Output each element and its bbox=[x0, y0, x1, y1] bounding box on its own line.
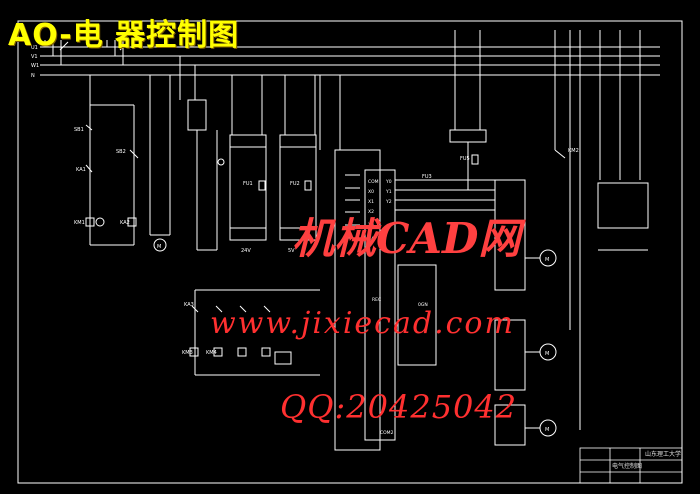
plc-com2: COM2 bbox=[380, 430, 394, 436]
plc-y0: Y0 bbox=[385, 179, 392, 185]
label-sb1: SB1 bbox=[74, 127, 84, 133]
right-power-column bbox=[449, 30, 581, 446]
power-bus bbox=[40, 46, 660, 76]
label-km3: KM3 bbox=[182, 350, 193, 356]
plc-x2: X2 bbox=[368, 209, 374, 215]
control-circuit-left bbox=[85, 75, 139, 246]
watermark-site-name: 机械CAD网 bbox=[292, 214, 521, 263]
label-km1: KM1 bbox=[74, 220, 85, 226]
watermark-qq: QQ:20425042 bbox=[280, 388, 518, 426]
plc-y1: Y1 bbox=[385, 189, 392, 195]
power-supplies bbox=[229, 75, 317, 241]
title-block bbox=[579, 447, 683, 484]
drawing-title: AO-电 器控制图 bbox=[8, 18, 240, 53]
title-block-subtitle: 电气控制图 bbox=[612, 462, 642, 470]
watermark-url: www.jixiecad.com bbox=[210, 306, 515, 341]
plc-x3: X3 bbox=[368, 222, 374, 228]
bus-label-l2: V1 bbox=[31, 54, 38, 60]
drawing-frame bbox=[17, 20, 683, 484]
bottom-contacts bbox=[189, 289, 320, 376]
label-5v: 5V bbox=[288, 248, 295, 254]
motor-1 bbox=[149, 75, 171, 252]
main-switch bbox=[44, 40, 129, 65]
plc-com: COM bbox=[368, 179, 379, 185]
plc-x0: X0 bbox=[368, 189, 374, 195]
plc-x1: X1 bbox=[368, 199, 374, 205]
label-sb2: SB2 bbox=[116, 149, 126, 155]
motor-2-label: M bbox=[545, 257, 549, 263]
motor-3-label: M bbox=[545, 351, 549, 357]
label-fu3: FU3 bbox=[422, 174, 432, 180]
bus-label-n: N bbox=[31, 73, 35, 79]
label-km2: KM2 bbox=[568, 148, 579, 154]
label-24v: 24V bbox=[241, 248, 251, 254]
label-ka2: KA2 bbox=[120, 220, 130, 226]
title-block-school: 山东理工大学 bbox=[645, 450, 681, 458]
plc-x4: X4 bbox=[368, 236, 374, 242]
plc-gnd: 0GN bbox=[418, 302, 428, 308]
plc-y2: Y2 bbox=[385, 199, 392, 205]
label-fu2: FU2 bbox=[290, 181, 300, 187]
label-ka3: KA3 bbox=[184, 302, 194, 308]
label-fu5: FU5 bbox=[460, 156, 470, 162]
plc-block bbox=[319, 75, 495, 451]
plc-rec: REC bbox=[372, 297, 381, 303]
motor-1-label: M bbox=[157, 244, 161, 250]
label-km4: KM4 bbox=[206, 350, 217, 356]
bus-label-l1: U1 bbox=[31, 45, 38, 51]
label-ka1: KA1 bbox=[76, 167, 86, 173]
motor-4-label: M bbox=[545, 427, 549, 433]
right-contactors bbox=[554, 30, 649, 251]
control-circuit-2 bbox=[179, 56, 225, 251]
bus-label-l3: W1 bbox=[31, 63, 39, 69]
label-fu1: FU1 bbox=[243, 181, 253, 187]
